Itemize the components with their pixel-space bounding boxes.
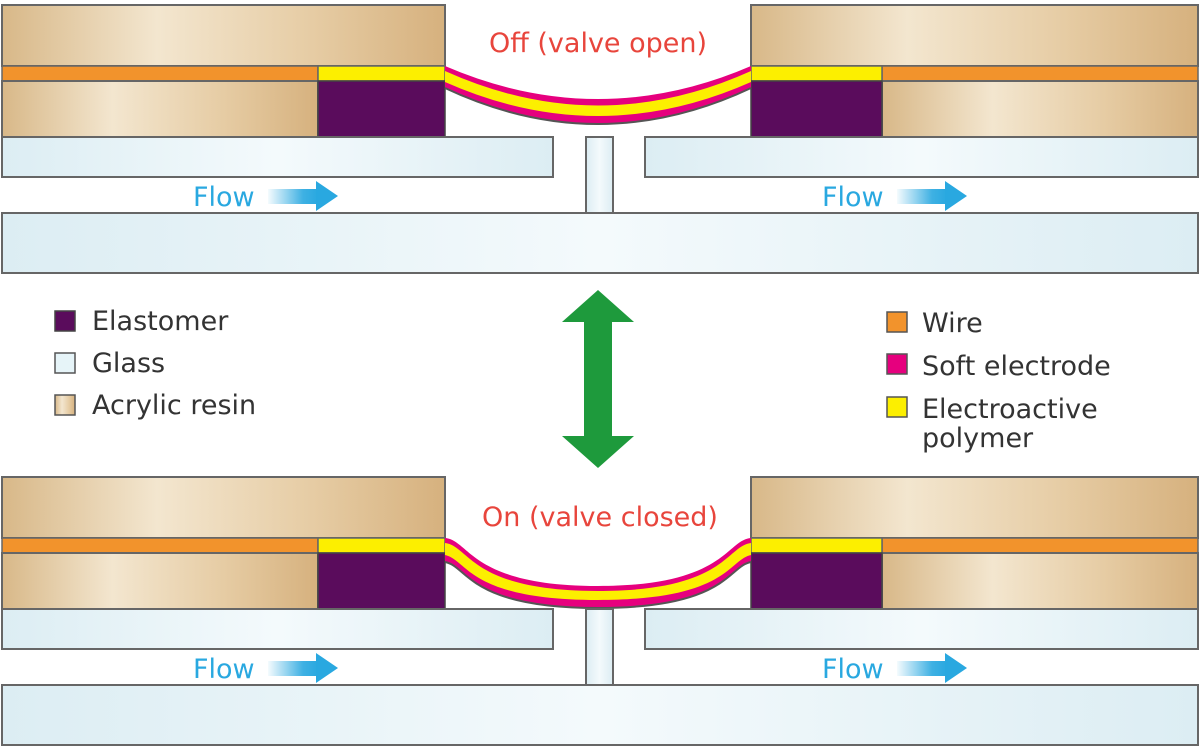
legend-left: Elastomer Glass Acrylic resin [54,306,256,421]
bottom-valve-assembly [1,476,1199,746]
bottom-right-flow-label: Flow [822,654,884,685]
bottom-center-glass-post [585,608,614,686]
top-valve-assembly [1,4,1199,274]
top-left-flow-label: Flow [193,182,255,213]
bottom-bottom-glass [1,684,1199,746]
legend-glass-swatch [54,352,76,374]
top-membrane-outline [444,87,752,125]
bottom-right-glass [644,608,1199,650]
bottom-left-acrylic-upper [1,476,446,539]
top-left-acrylic-upper [1,4,446,67]
top-right-elastomer [750,80,883,138]
top-state-label: Off (valve open) [489,28,707,59]
legend-electrode-swatch [886,353,908,375]
legend-polymer-label-line2: polymer [922,423,1034,454]
top-right-acrylic-lower [881,80,1199,138]
top-right-polymer [750,65,883,82]
top-right-acrylic-upper [750,4,1199,67]
bottom-left-flow-arrow-head [316,653,338,683]
legend-glass-label: Glass [92,348,165,379]
top-left-wire [1,65,319,82]
legend-elastomer-label: Elastomer [92,306,229,337]
bottom-right-polymer [750,537,883,554]
top-right-glass [644,136,1199,178]
bottom-right-flow-arrow-shaft [897,661,947,676]
legend-polymer-swatch [886,396,908,418]
top-right-wire [881,65,1199,82]
bottom-left-acrylic-lower [1,552,319,610]
top-membrane-polymer [445,71,751,116]
top-center-glass-post [585,136,614,214]
bottom-right-elastomer [750,552,883,610]
bottom-left-flow-arrow-shaft [268,661,318,676]
top-right-flow-arrow-shaft [897,189,947,204]
legend-acrylic-label: Acrylic resin [92,390,256,421]
top-left-glass [1,136,554,178]
top-left-flow-arrow-shaft [268,189,318,204]
bottom-membrane-polymer [445,543,751,600]
legend-wire-swatch [886,311,908,333]
bottom-state-label: On (valve closed) [482,502,718,533]
legend-electrode-label: Soft electrode [922,351,1111,382]
bottom-left-wire [1,537,319,554]
top-right-flow-arrow-head [945,181,967,211]
bottom-left-elastomer [317,552,446,610]
legend-elastomer-swatch [54,310,76,332]
legend-wire-label: Wire [922,308,983,339]
double-arrow-icon [562,290,634,468]
top-left-polymer [317,65,446,82]
top-bottom-glass [1,212,1199,274]
legend-acrylic-swatch [54,394,76,416]
bottom-left-glass [1,608,554,650]
bottom-left-polymer [317,537,446,554]
bottom-left-flow-label: Flow [193,654,255,685]
legend-right: Wire Soft electrode Electroactive polyme… [886,308,1111,454]
top-right-flow-label: Flow [822,182,884,213]
bottom-right-acrylic-lower [881,552,1199,610]
top-left-flow-arrow-head [316,181,338,211]
bottom-right-acrylic-upper [750,476,1199,539]
bottom-right-flow-arrow-head [945,653,967,683]
top-left-elastomer [317,80,446,138]
top-membrane-electrode [445,66,751,124]
bottom-right-wire [881,537,1199,554]
legend-polymer-label: Electroactive [922,394,1098,425]
top-left-acrylic-lower [1,80,319,138]
